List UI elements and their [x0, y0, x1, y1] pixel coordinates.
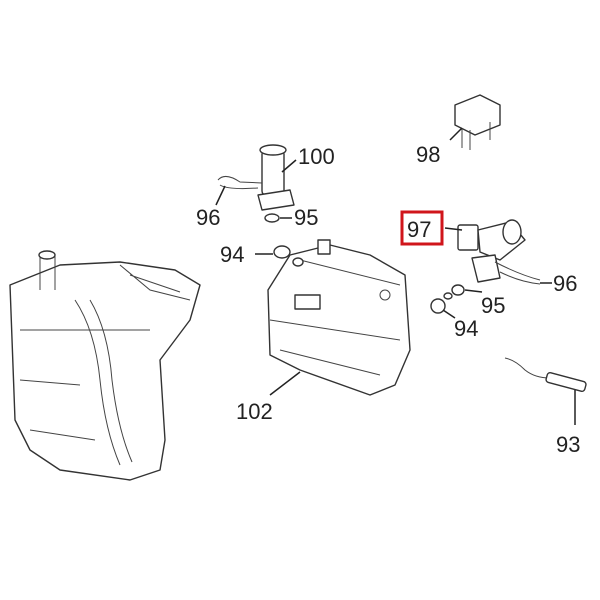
clip-96-left [217, 176, 263, 190]
clip-96-right [494, 261, 541, 285]
boiler [267, 239, 411, 396]
label-98: 98 [416, 142, 440, 167]
leader-lines [215, 127, 576, 425]
seal-94-left [273, 245, 291, 259]
oring-95-left [264, 213, 280, 223]
valve-100 [257, 144, 295, 211]
water-tank [9, 250, 201, 481]
label-96-right: 96 [553, 271, 577, 296]
label-97[interactable]: 97 [407, 217, 431, 242]
label-102: 102 [236, 399, 273, 424]
seal-94-right [430, 298, 446, 314]
valve-97 [457, 219, 526, 283]
highlight-box-97 [400, 210, 444, 246]
label-95-left: 95 [294, 205, 318, 230]
oring-95-right [451, 284, 465, 296]
label-94-left: 94 [220, 242, 244, 267]
label-100: 100 [298, 144, 335, 169]
switch-98 [454, 94, 501, 150]
label-96-left: 96 [196, 205, 220, 230]
label-94-right: 94 [454, 316, 478, 341]
sensor-93 [504, 357, 587, 393]
label-93: 93 [556, 432, 580, 457]
label-95-right: 95 [481, 293, 505, 318]
